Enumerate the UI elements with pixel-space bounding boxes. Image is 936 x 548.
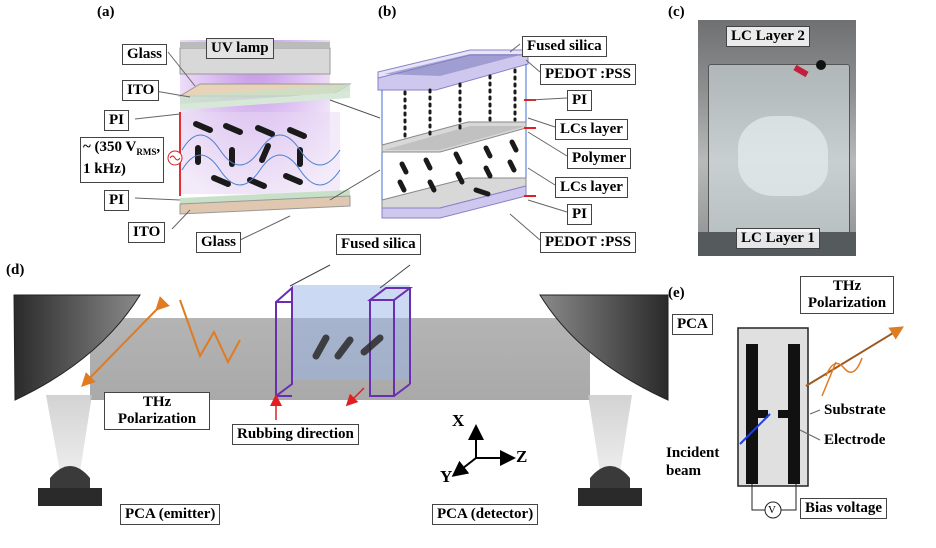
label-uv-lamp: UV lamp — [206, 38, 274, 59]
label-thz-polarization-e: THz Polarization — [800, 276, 894, 314]
thz-polarization-wave-e — [805, 326, 904, 397]
panel-label-b: (b) — [378, 4, 397, 20]
label-ito-bottom: ITO — [128, 222, 166, 243]
label-pca-detector: PCA (detector) — [432, 504, 539, 525]
electrode-right — [788, 344, 800, 484]
label-pca-emitter: PCA (emitter) — [120, 504, 221, 525]
label-fused-silica-d: Fused silica — [336, 234, 421, 255]
coordinate-axes — [451, 424, 516, 477]
voltmeter-icon — [764, 501, 782, 519]
parabolic-mirror-right — [539, 294, 669, 401]
lc-cell-photo — [698, 20, 856, 256]
thz-text-d: THz — [142, 394, 172, 410]
lc-molecules-a — [193, 121, 307, 189]
polarization-text-d: Polarization — [117, 411, 197, 427]
label-glass-top: Glass — [122, 44, 168, 65]
photo-lc-blob — [738, 116, 828, 196]
label-glass-bottom: Glass — [196, 232, 242, 253]
label-thz-polarization-d: THz Polarization — [104, 392, 210, 430]
pca-emitter-device — [38, 466, 102, 506]
label-lcs-layer-top: LCs layer — [555, 119, 628, 140]
thz-text-e: THz — [832, 278, 862, 294]
label-electrode: Electrode — [824, 432, 886, 448]
voltage-comma: , — [156, 139, 161, 155]
beam-text: beam — [666, 463, 701, 479]
panel-a-graphic — [134, 40, 381, 241]
glass-plate-bottom — [179, 195, 351, 215]
voltage-text: ~ (350 V — [83, 139, 137, 155]
label-fused-silica-top: Fused silica — [522, 36, 607, 57]
label-pi-b-bottom: PI — [567, 204, 592, 225]
label-pi-b-top: PI — [567, 90, 592, 111]
label-lc-layer-2: LC Layer 2 — [726, 26, 810, 47]
axis-label-z: Z — [516, 447, 528, 466]
label-voltage: ~ (350 VRMS, 1 kHz) — [80, 137, 164, 183]
incident-text: Incident — [666, 445, 720, 461]
label-bias-voltage: Bias voltage — [800, 498, 888, 519]
polarization-text-e: Polarization — [807, 295, 887, 311]
label-lcs-layer-bottom: LCs layer — [555, 177, 628, 198]
incident-beam-line — [739, 413, 771, 445]
label-pi-bottom: PI — [104, 190, 129, 211]
label-ito-top: ITO — [122, 80, 160, 101]
electrode-left — [746, 344, 758, 484]
panel-d-graphic — [13, 264, 669, 506]
voltage-subscript: RMS — [136, 147, 157, 157]
label-incident-beam: Incident beam — [666, 444, 719, 480]
panel-b-graphic — [377, 43, 568, 241]
panel-label-a: (a) — [97, 4, 115, 20]
photo-dot — [816, 60, 826, 70]
panel-label-d: (d) — [6, 262, 25, 278]
label-pi-top: PI — [104, 110, 129, 131]
label-polymer: Polymer — [567, 148, 632, 169]
frequency-text: 1 kHz) — [83, 161, 126, 177]
panel-label-c: (c) — [668, 4, 685, 20]
label-substrate: Substrate — [824, 402, 886, 418]
panel-label-e: (e) — [668, 285, 685, 301]
pca-detector-device — [578, 466, 642, 506]
voltmeter-label: V — [768, 504, 776, 516]
label-rubbing-direction: Rubbing direction — [232, 424, 359, 445]
lc-molecules-b — [397, 68, 519, 197]
thz-polarization-wave-d — [81, 296, 241, 388]
sample-cell — [270, 264, 413, 420]
label-pedot-bottom: PEDOT :PSS — [540, 232, 636, 253]
label-lc-layer-1: LC Layer 1 — [736, 228, 820, 249]
axis-label-x: X — [452, 411, 465, 430]
label-pca: PCA — [672, 314, 713, 335]
axis-label-y: Y — [440, 467, 453, 486]
label-pedot-top: PEDOT :PSS — [540, 64, 636, 85]
panel-e-graphic — [737, 326, 904, 519]
